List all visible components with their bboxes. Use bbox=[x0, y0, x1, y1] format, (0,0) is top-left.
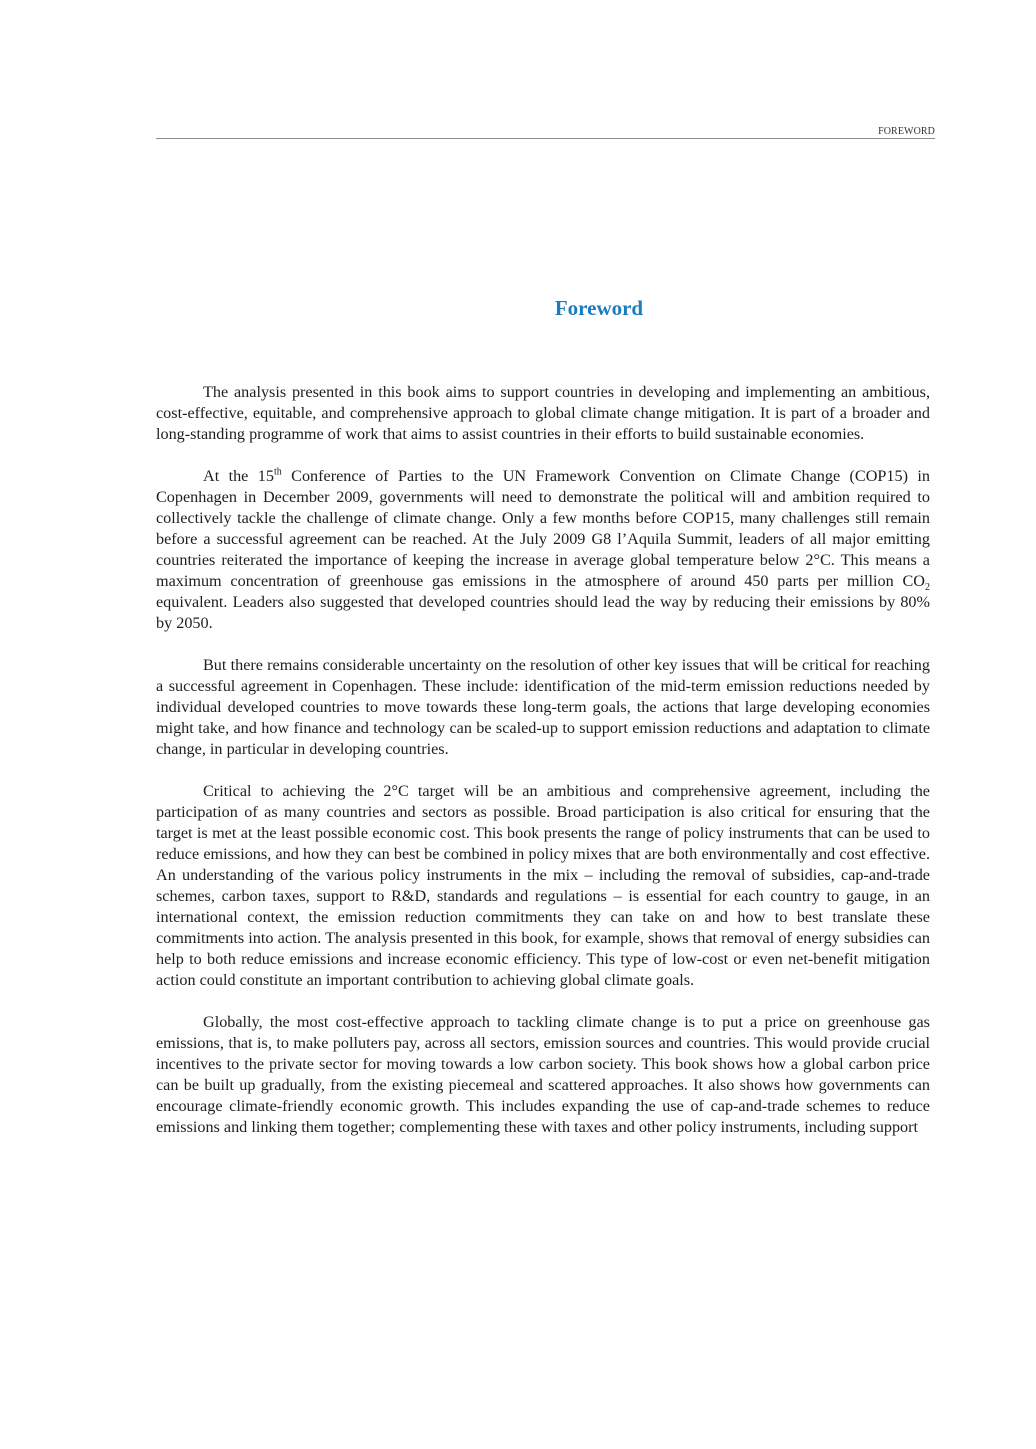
paragraph-3: But there remains considerable uncertain… bbox=[156, 656, 930, 758]
paragraph-2-part-b: Conference of Parties to the UN Framewor… bbox=[156, 467, 931, 590]
paragraph-1: The analysis presented in this book aims… bbox=[156, 383, 930, 443]
co2-subscript: 2 bbox=[925, 582, 930, 594]
running-header: FOREWORD bbox=[156, 126, 935, 139]
paragraph-2: At the 15th Conference of Parties to the… bbox=[156, 466, 930, 634]
paragraph-2-part-a: At the 15 bbox=[203, 467, 274, 485]
paragraph-4: Critical to achieving the 2°C target wil… bbox=[156, 782, 930, 989]
paragraph-2-part-c: equivalent. Leaders also suggested that … bbox=[156, 593, 930, 632]
ordinal-superscript: th bbox=[273, 466, 282, 478]
paragraph-5: Globally, the most cost-effective approa… bbox=[156, 1013, 930, 1136]
body-text: The analysis presented in this book aims… bbox=[156, 382, 930, 1159]
page-title: Foreword bbox=[554, 296, 644, 320]
running-header-title: FOREWORD bbox=[878, 126, 935, 137]
